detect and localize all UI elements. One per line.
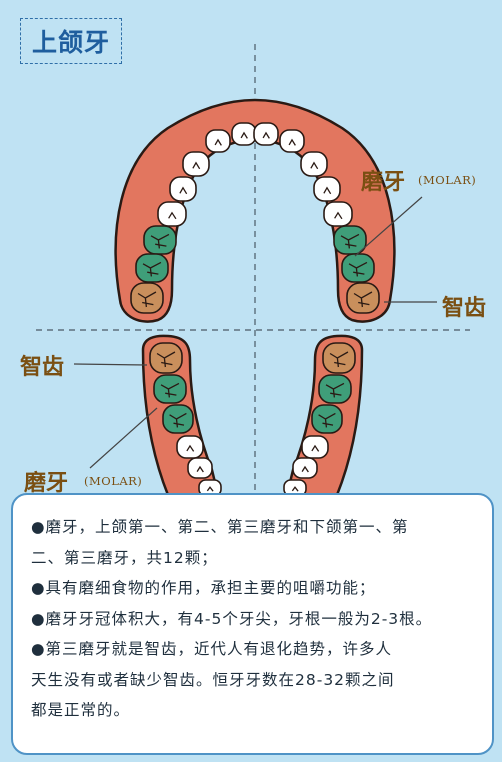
incisor-tooth	[253, 122, 279, 146]
title-frame: 上颌牙	[20, 18, 122, 64]
wisdom-tooth	[149, 342, 183, 374]
wisdom-upper-label: 智齿	[442, 295, 487, 321]
molar-tooth	[333, 225, 367, 255]
premolar-tooth	[292, 457, 318, 479]
molar-tooth	[318, 374, 352, 404]
premolar-tooth	[323, 201, 353, 227]
wisdom-tooth	[322, 342, 356, 374]
molar-tooth	[311, 404, 343, 434]
info-line: ●第三磨牙就是智齿，近代人有退化趋势，许多人	[31, 640, 393, 658]
molar-tooth	[341, 253, 375, 283]
incisor-tooth	[279, 129, 305, 153]
premolar-tooth	[301, 435, 329, 459]
teeth-group	[130, 122, 380, 497]
premolar-tooth	[157, 201, 187, 227]
premolar-tooth	[176, 435, 204, 459]
molar-tooth	[135, 253, 169, 283]
info-line: ●磨牙，上颌第一、第二、第三磨牙和下颌第一、第	[31, 518, 409, 536]
info-line: 二、第三磨牙，共12颗；	[31, 548, 218, 567]
molar-upper-leader	[354, 196, 423, 257]
wisdom-tooth	[346, 282, 380, 314]
wisdom-lower-leader	[73, 363, 148, 366]
molar-lower-label: 磨牙	[24, 470, 69, 496]
molar-lower-en-label: (MOLAR)	[84, 474, 143, 488]
info-line: 天生没有或者缺少智齿。恒牙牙数在28-32颗之间	[31, 670, 395, 689]
molar-upper-en-label: (MOLAR)	[418, 173, 477, 187]
molar-upper-label: 磨牙	[361, 169, 406, 195]
canine-tooth	[182, 151, 210, 177]
premolar-tooth	[313, 176, 341, 202]
wisdom-tooth	[130, 282, 164, 314]
info-line: ●具有磨细食物的作用，承担主要的咀嚼功能；	[31, 579, 376, 597]
incisor-tooth	[231, 122, 257, 146]
molar-tooth	[162, 404, 194, 434]
premolar-tooth	[187, 457, 213, 479]
info-line: ●磨牙牙冠体积大，有4-5个牙尖，牙根一般为2-3根。	[31, 609, 433, 628]
canine-tooth	[300, 151, 328, 177]
molar-tooth	[143, 225, 177, 255]
wisdom-lower-label: 智齿	[20, 354, 65, 380]
incisor-tooth	[205, 129, 231, 153]
premolar-tooth	[169, 176, 197, 202]
info-line: 都是正常的。	[31, 701, 131, 719]
page-title: 上颌牙	[31, 28, 110, 57]
molar-tooth	[153, 374, 187, 404]
info-card: ●磨牙，上颌第一、第二、第三磨牙和下颌第一、第 二、第三磨牙，共12颗； ●具有…	[11, 493, 494, 755]
molar-lower-leader	[89, 407, 158, 469]
